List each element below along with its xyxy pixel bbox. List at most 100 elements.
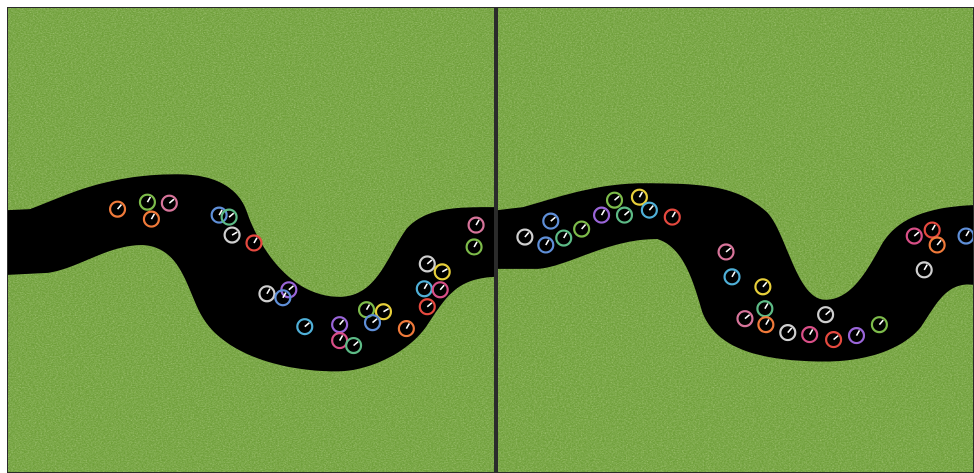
agent-marker xyxy=(345,336,363,355)
agent-ring xyxy=(220,208,238,226)
agent-ring xyxy=(138,193,156,211)
agent-heading-indicator xyxy=(365,304,371,311)
agent-heading-indicator xyxy=(116,204,123,210)
agent-heading-indicator xyxy=(725,247,732,253)
agent-heading-indicator xyxy=(563,232,568,239)
agent-ring xyxy=(928,236,946,254)
agent-ring xyxy=(754,278,772,296)
agent-marker xyxy=(957,227,973,245)
simulation-panel-right xyxy=(497,7,974,473)
agent-ring xyxy=(573,220,591,238)
agent-ring xyxy=(923,221,941,239)
agent-group xyxy=(516,188,973,349)
agent-ring xyxy=(467,216,485,234)
agent-ring xyxy=(465,238,483,256)
agent-ring xyxy=(905,227,923,245)
agent-heading-indicator xyxy=(923,264,928,271)
agent-ring xyxy=(397,320,415,338)
agent-ring xyxy=(723,268,741,286)
agent-heading-indicator xyxy=(524,231,530,238)
agent-marker xyxy=(431,281,449,299)
agent-heading-indicator xyxy=(371,318,378,324)
agent-heading-indicator xyxy=(405,323,411,330)
agent-marker xyxy=(108,200,127,218)
agent-heading-indicator xyxy=(439,284,445,291)
agent-marker xyxy=(555,229,573,247)
simulation-panel-left xyxy=(7,7,495,473)
agent-marker xyxy=(210,206,228,224)
agent-heading-indicator xyxy=(613,195,620,201)
agent-ring xyxy=(605,191,624,209)
agent-heading-indicator xyxy=(473,241,478,248)
agent-marker xyxy=(537,236,555,254)
agent-marker xyxy=(142,210,160,228)
agent-marker xyxy=(418,255,436,273)
agent-ring xyxy=(223,226,241,244)
agent-marker xyxy=(138,193,156,211)
agent-ring xyxy=(431,281,449,299)
agent-heading-indicator xyxy=(441,268,448,273)
agent-heading-indicator xyxy=(231,231,238,236)
agent-heading-indicator xyxy=(765,319,770,326)
agent-marker xyxy=(905,227,923,245)
agent-marker xyxy=(754,278,772,296)
agent-marker xyxy=(274,289,292,307)
agent-heading-indicator xyxy=(744,314,751,320)
agent-heading-indicator xyxy=(638,191,644,198)
agent-heading-indicator xyxy=(475,219,480,226)
agent-heading-indicator xyxy=(383,308,390,313)
agent-heading-indicator xyxy=(304,322,310,328)
agent-heading-indicator xyxy=(253,237,258,244)
agent-marker xyxy=(296,318,314,336)
agent-marker xyxy=(363,314,382,332)
right-scene xyxy=(498,8,973,472)
agent-marker xyxy=(467,216,485,234)
agent-heading-indicator xyxy=(931,224,936,231)
agent-heading-indicator xyxy=(878,319,884,326)
agent-heading-indicator xyxy=(282,292,287,299)
agent-ring xyxy=(615,206,634,224)
agent-heading-indicator xyxy=(338,334,344,341)
agent-marker xyxy=(245,234,263,252)
agent-marker xyxy=(258,285,276,303)
agent-heading-indicator xyxy=(936,239,942,246)
agent-ring xyxy=(847,327,866,345)
agent-marker xyxy=(542,212,560,230)
agent-heading-indicator xyxy=(168,198,175,204)
agent-ring xyxy=(274,289,292,307)
agent-ring xyxy=(296,318,314,336)
agent-heading-indicator xyxy=(787,327,793,334)
agent-ring xyxy=(542,212,560,230)
agent-heading-indicator xyxy=(150,213,156,220)
agent-ring xyxy=(640,201,658,219)
agent-ring xyxy=(870,316,888,334)
agent-marker xyxy=(615,206,634,224)
agent-heading-indicator xyxy=(825,310,831,316)
agent-heading-indicator xyxy=(550,216,556,222)
agent-ring xyxy=(418,255,436,273)
agent-marker xyxy=(573,220,591,238)
agent-heading-indicator xyxy=(648,205,654,211)
agent-heading-indicator xyxy=(855,330,861,336)
agent-ring xyxy=(957,227,973,245)
agent-marker xyxy=(817,306,835,324)
agent-marker xyxy=(465,238,483,256)
agent-heading-indicator xyxy=(218,209,223,216)
agent-ring xyxy=(345,336,363,355)
agent-marker xyxy=(433,263,451,281)
agent-ring xyxy=(779,324,797,342)
agent-heading-indicator xyxy=(731,271,736,278)
agent-marker xyxy=(736,310,754,328)
agent-ring xyxy=(245,234,263,252)
agent-marker xyxy=(630,188,648,206)
agent-heading-indicator xyxy=(339,319,345,326)
agent-ring xyxy=(433,263,451,281)
agent-ring xyxy=(555,229,573,247)
agent-heading-indicator xyxy=(581,223,587,230)
agent-ring xyxy=(757,316,775,334)
agent-marker xyxy=(160,194,178,212)
agent-marker xyxy=(801,326,819,344)
agent-marker xyxy=(723,268,741,286)
agent-ring xyxy=(160,194,178,212)
